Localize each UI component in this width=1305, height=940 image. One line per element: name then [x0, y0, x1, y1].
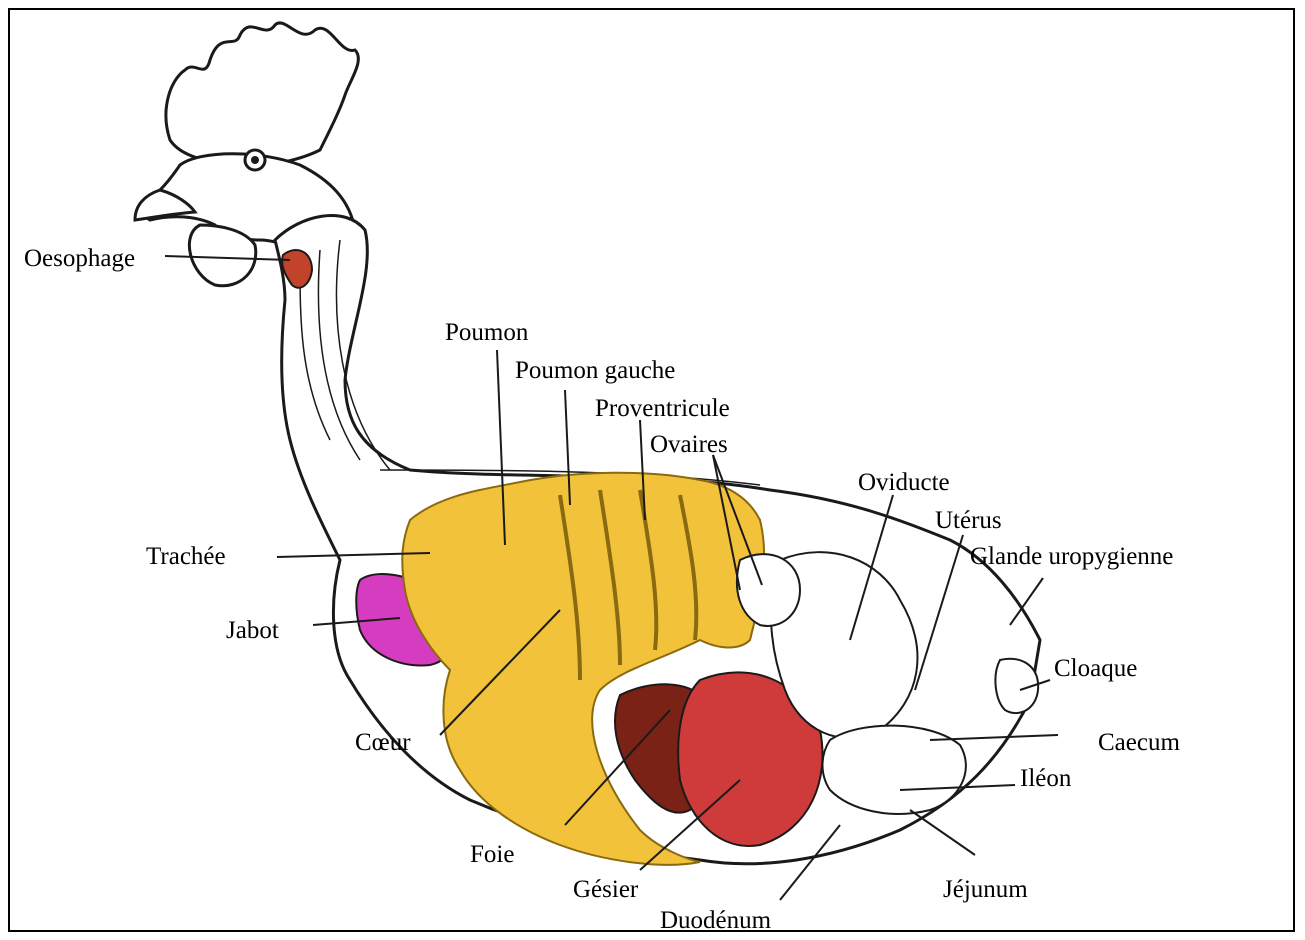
label-jabot: Jabot — [226, 618, 279, 643]
label-poumon: Poumon — [445, 320, 528, 345]
label-oesophage: Oesophage — [24, 246, 135, 271]
label-ovaires: Ovaires — [650, 432, 728, 457]
label-gesier: Gésier — [573, 877, 638, 902]
leader-jejunum — [910, 810, 975, 855]
label-foie: Foie — [470, 842, 514, 867]
label-poumon-gauche: Poumon gauche — [515, 358, 675, 383]
label-jejunum: Jéjunum — [943, 877, 1028, 902]
ovary — [737, 554, 800, 626]
label-caecum: Caecum — [1098, 730, 1180, 755]
label-glande-uropygienne: Glande uropygienne — [970, 544, 1173, 569]
label-trachee: Trachée — [146, 544, 226, 569]
label-duodenum: Duodénum — [660, 908, 771, 933]
label-uterus: Utérus — [935, 508, 1002, 533]
label-cloaque: Cloaque — [1054, 656, 1137, 681]
label-oviducte: Oviducte — [858, 470, 950, 495]
pupil — [251, 156, 259, 164]
comb — [166, 23, 358, 166]
label-proventricule: Proventricule — [595, 396, 730, 421]
label-coeur: Cœur — [355, 730, 411, 755]
label-ileon: Iléon — [1020, 766, 1071, 791]
